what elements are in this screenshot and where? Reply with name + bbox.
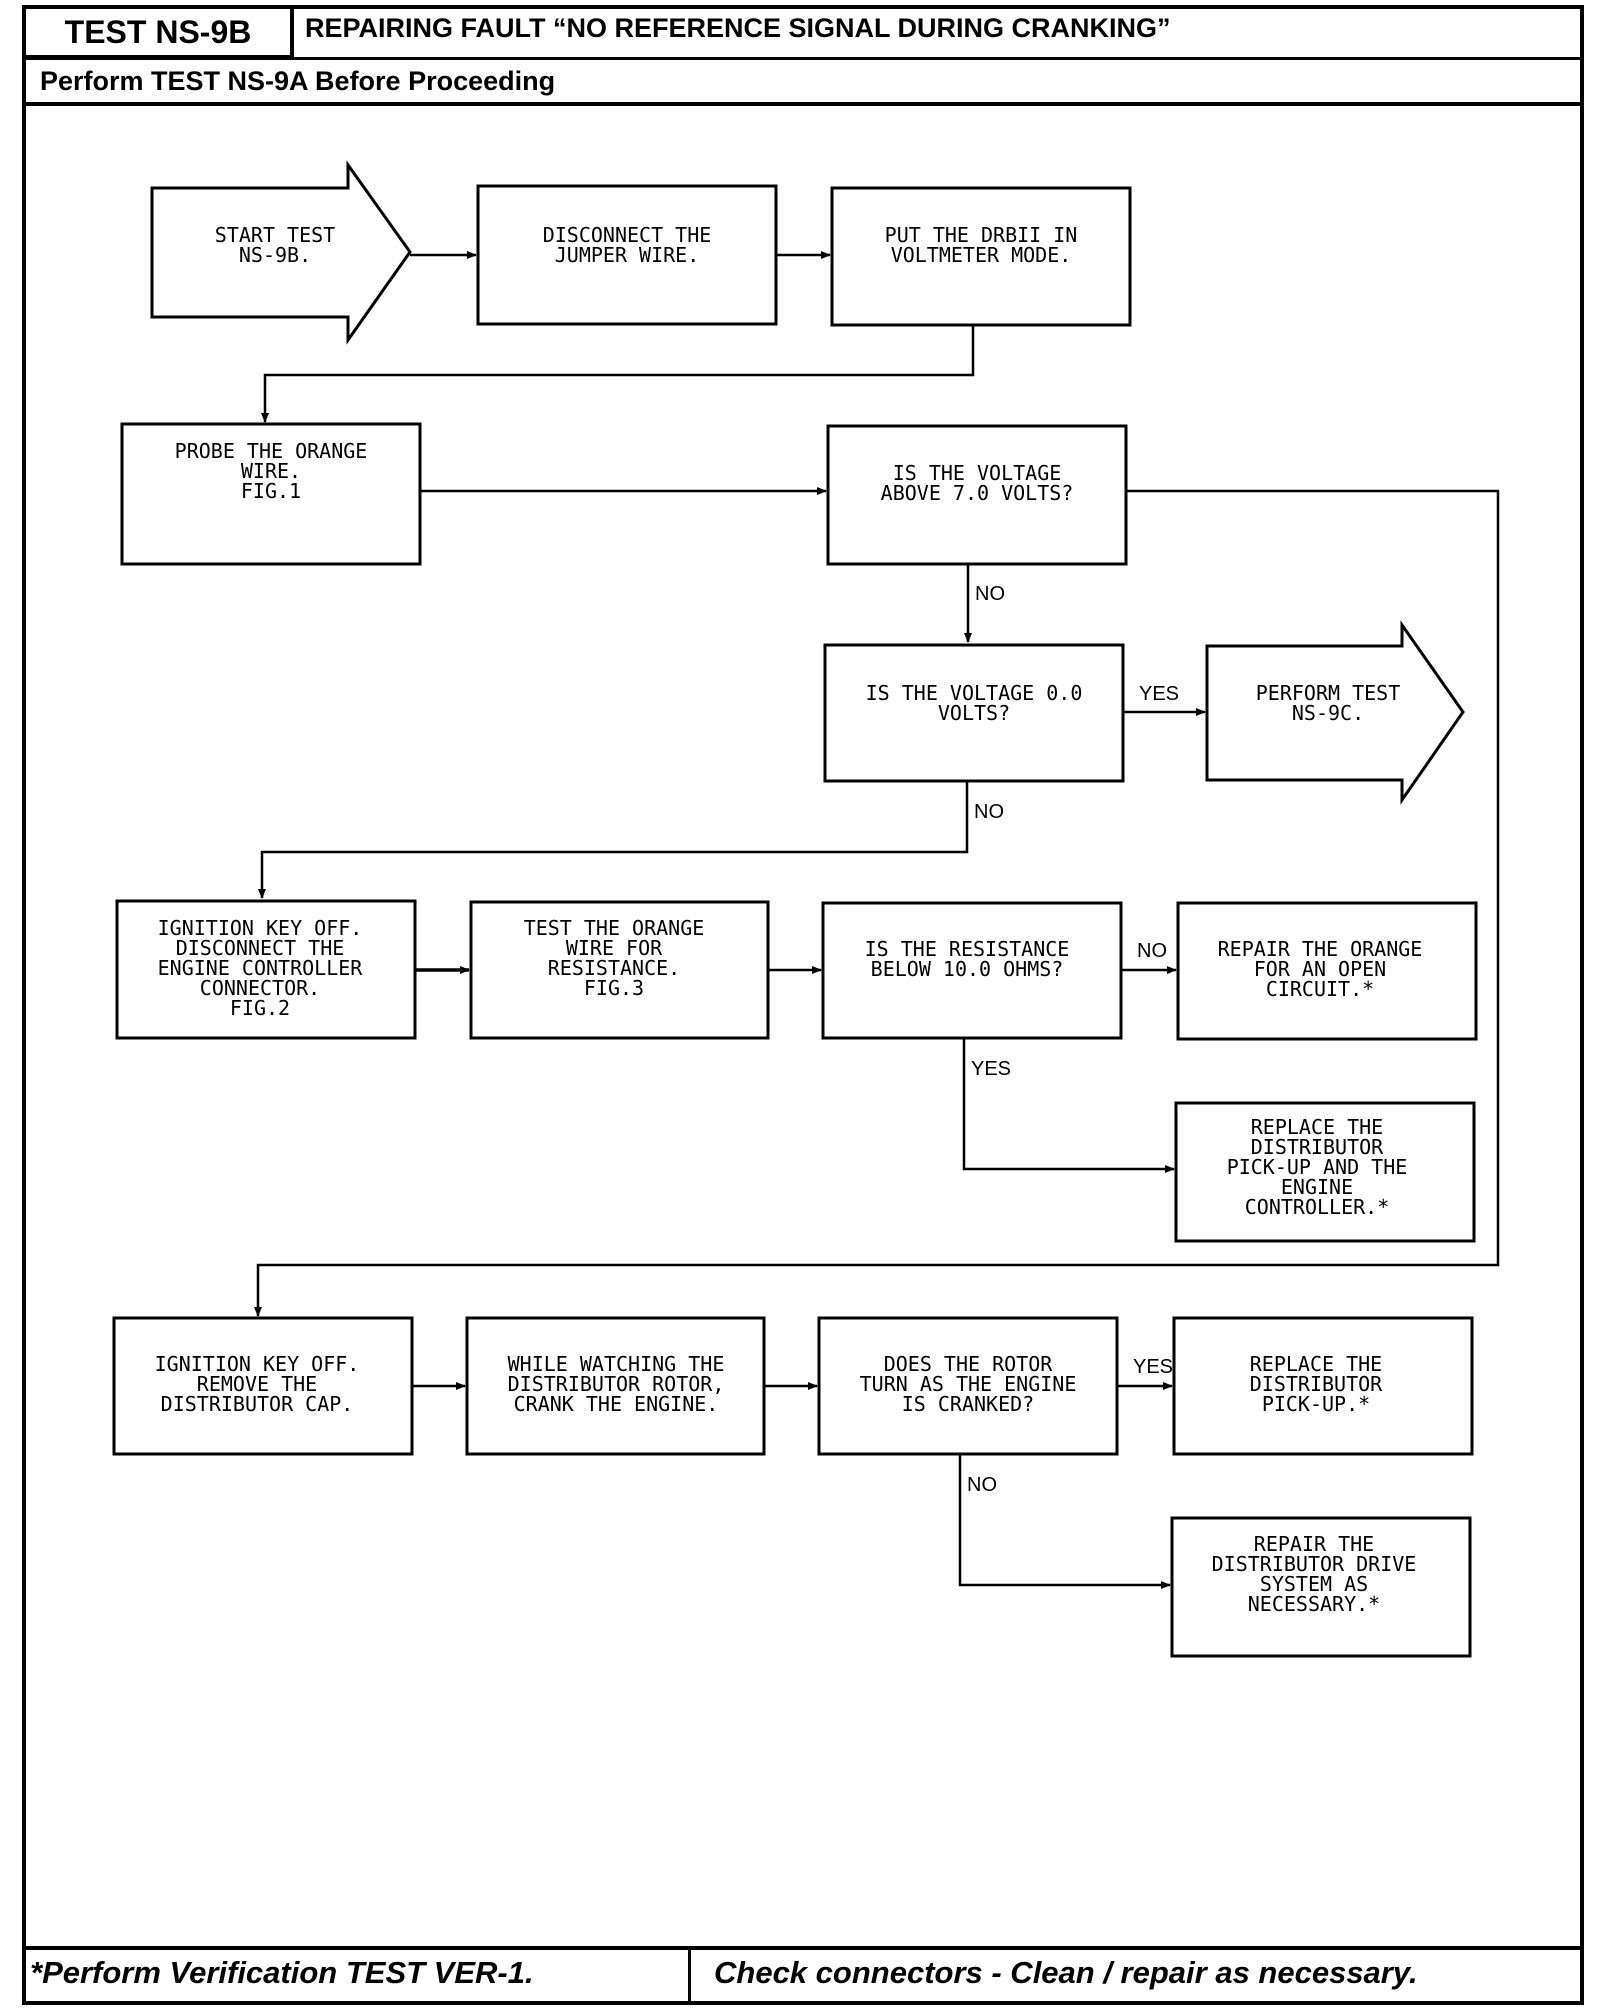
node-text-line: NS-9B. [239, 243, 311, 267]
edge-voltage0-no [258, 781, 969, 899]
node-text-line: DISTRIBUTOR DRIVE [1212, 1552, 1417, 1576]
node-text-line: CIRCUIT.* [1266, 977, 1374, 1001]
node-text-line: DISTRIBUTOR [1250, 1372, 1383, 1396]
node-text-line: VOLTS? [938, 701, 1010, 725]
node-drbii-voltmeter-box [830, 186, 1132, 327]
edge-label-no: NO [975, 583, 1005, 605]
node-replace-pickup-controller-box [1174, 1101, 1476, 1243]
node-text-line: REMOVE THE [197, 1372, 317, 1396]
node-start-shape [150, 160, 412, 345]
node-text-line: WIRE. [241, 459, 301, 483]
node-replace-pickup-box [1172, 1316, 1474, 1456]
node-voltage-above-7-box [826, 424, 1128, 566]
node-text-line: ENGINE CONTROLLER [158, 956, 364, 980]
edge-resistance-yes [962, 1038, 1175, 1173]
node-probe-orange-box [120, 422, 422, 566]
node-text-line: REPLACE THE [1250, 1352, 1382, 1376]
node-text-line: BELOW 10.0 OHMS? [871, 957, 1064, 981]
node-text-line: IS THE VOLTAGE 0.0 [866, 681, 1083, 705]
node-text-line: FIG.2 [230, 996, 290, 1020]
node-text-line: PERFORM TEST [1256, 681, 1401, 705]
node-text-line: REPAIR THE ORANGE [1218, 937, 1423, 961]
footer-divider [22, 1946, 1584, 1950]
node-text-line: DISTRIBUTOR CAP. [161, 1392, 354, 1416]
node-text-line: SYSTEM AS [1260, 1572, 1368, 1596]
page-subtitle: Perform TEST NS-9A Before Proceeding [40, 66, 556, 96]
node-text-line: FIG.3 [584, 976, 644, 1000]
node-text-line: TURN AS THE ENGINE [860, 1372, 1077, 1396]
node-text-line: FIG.1 [241, 479, 301, 503]
node-text-line: WIRE FOR [566, 936, 663, 960]
node-text-line: DISCONNECT THE [543, 223, 712, 247]
node-text-line: NS-9C. [1292, 701, 1364, 725]
edge-rotor-no [958, 1454, 1171, 1589]
footer-column-divider [688, 1946, 691, 2002]
node-repair-orange-open-box [1176, 901, 1478, 1041]
node-text-line: IGNITION KEY OFF. [155, 1352, 360, 1376]
node-text-line: PUT THE DRBII IN [885, 223, 1078, 247]
node-text-line: VOLTMETER MODE. [891, 243, 1072, 267]
node-text-line: CONNECTOR. [200, 976, 320, 1000]
header-divider [22, 57, 1584, 60]
node-text-line: IGNITION KEY OFF. [158, 916, 363, 940]
edge-label-yes: YES [1133, 1356, 1173, 1378]
node-text-line: PICK-UP AND THE [1227, 1155, 1408, 1179]
edge-label-no: NO [967, 1474, 997, 1496]
node-text-line: REPAIR THE [1254, 1532, 1374, 1556]
edge-label-yes: YES [971, 1058, 1011, 1080]
edge-label-yes: YES [1139, 683, 1179, 705]
node-text-line: DISTRIBUTOR ROTOR, [508, 1372, 725, 1396]
node-text-line: IS CRANKED? [902, 1392, 1034, 1416]
node-text-line: DISCONNECT THE [176, 936, 345, 960]
edge-voltage7-yes [254, 489, 1500, 1317]
node-text-line: CRANK THE ENGINE. [514, 1392, 719, 1416]
node-text-line: FOR AN OPEN [1254, 957, 1386, 981]
edge-label-no: NO [974, 801, 1004, 823]
node-text-line: PICK-UP.* [1262, 1392, 1370, 1416]
node-text-line: CONTROLLER.* [1245, 1195, 1390, 1219]
node-text-line: START TEST [215, 223, 335, 247]
node-text-line: ENGINE [1281, 1175, 1353, 1199]
node-text-line: ABOVE 7.0 VOLTS? [881, 481, 1074, 505]
page-frame [22, 5, 1584, 2005]
node-text-line: IS THE RESISTANCE [865, 937, 1070, 961]
node-text-line: WHILE WATCHING THE [508, 1352, 725, 1376]
node-text-line: RESISTANCE. [548, 956, 680, 980]
node-text-line: IS THE VOLTAGE [893, 461, 1062, 485]
node-text-line: REPLACE THE [1251, 1115, 1383, 1139]
edge-drbii-to-probe [261, 325, 975, 423]
page-title: REPAIRING FAULT “NO REFERENCE SIGNAL DUR… [305, 13, 1171, 43]
node-repair-drive-box [1170, 1516, 1472, 1658]
node-text-line: JUMPER WIRE. [555, 243, 700, 267]
footer-connector-note: Check connectors - Clean / repair as nec… [714, 1955, 1418, 1990]
node-text-line: NECESSARY.* [1248, 1592, 1380, 1616]
node-text-line: DISTRIBUTOR [1251, 1135, 1384, 1159]
node-text-line: DOES THE ROTOR [884, 1352, 1054, 1376]
edge-label-no: NO [1137, 940, 1167, 962]
header-divider [22, 102, 1584, 106]
node-text-line: PROBE THE ORANGE [175, 439, 368, 463]
node-text-line: TEST THE ORANGE [524, 916, 705, 940]
footer-verification-note: *Perform Verification TEST VER-1. [30, 1955, 534, 1990]
test-id: TEST NS-9B [64, 13, 252, 50]
node-perform-ns9c-shape [1205, 620, 1465, 805]
